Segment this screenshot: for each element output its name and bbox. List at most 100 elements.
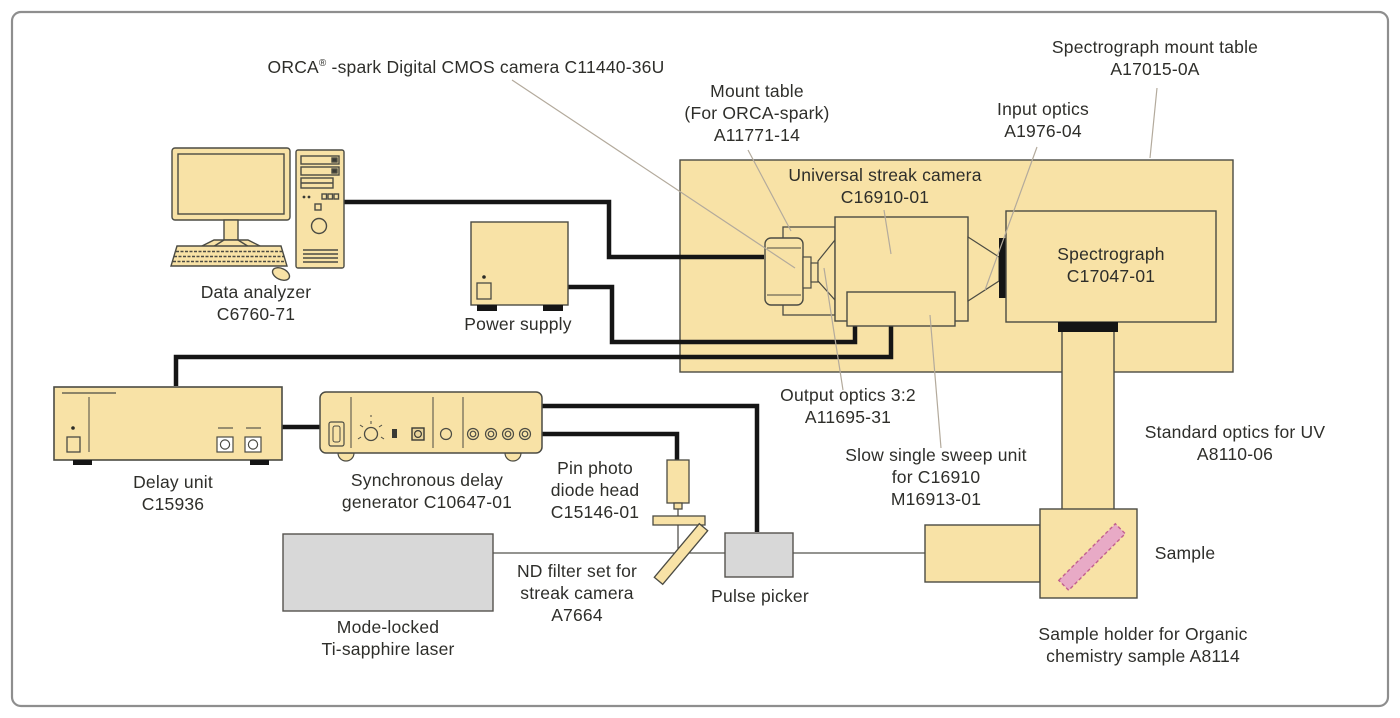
delay-unit [53, 386, 283, 465]
pin-photo-diode-head [666, 459, 690, 504]
delay-unit-foot [73, 460, 92, 465]
diode-nub [673, 502, 683, 510]
label-spectrograph-mount-table: Spectrograph mount table A17015-0A [1051, 37, 1259, 79]
label-pulse-picker: Pulse picker [711, 586, 809, 606]
orca-brand: ORCA [267, 56, 319, 77]
power-supply-switch [476, 282, 492, 300]
label-mount-table-orca: Mount table (For ORCA-spark) A11771-14 [684, 81, 830, 145]
label-laser: Mode-locked Ti-sapphire laser [321, 617, 455, 659]
orca-reg-mark: ® [318, 58, 327, 69]
label-power-supply: Power supply [464, 314, 572, 334]
generator-bnc-row [466, 427, 532, 441]
cable-pc-to-camera [344, 199, 764, 260]
generator-button-square [411, 427, 425, 441]
sample-cell [1057, 522, 1127, 592]
sample-holder-arm [924, 524, 1041, 583]
camera-lens-ring [802, 256, 812, 289]
nd-beamsplitter [653, 522, 709, 586]
generator-knob-ticks [357, 415, 385, 440]
leader-sweep-unit [929, 314, 942, 449]
generator-button-ring [414, 430, 423, 439]
generator-box [319, 391, 543, 454]
laser-box [282, 533, 494, 612]
generator-button-small [392, 429, 397, 438]
bnc-connector-ring [219, 439, 231, 450]
label-delay-unit: Delay unit C15936 [133, 472, 213, 514]
camera-lens-ring [810, 262, 819, 283]
label-nd-filter: ND filter set for streak camera A7664 [516, 561, 638, 625]
tower-vent-circle [310, 217, 328, 235]
tower-bay-mark [331, 168, 338, 174]
sample-holder [924, 508, 1138, 599]
generator-foot [504, 452, 522, 462]
bnc-connector [216, 436, 234, 453]
label-pin-photo-diode: Pin photo diode head C15146-01 [550, 458, 640, 522]
delay-unit-led [71, 426, 75, 430]
diode-filter-bar [652, 515, 706, 526]
leader-output-optics [823, 267, 844, 391]
label-orca-camera: ORCA® -spark Digital CMOS camera C11440-… [268, 53, 665, 78]
tower-bay [300, 155, 340, 165]
label-sample: Sample [1154, 543, 1216, 563]
power-supply-led [482, 275, 486, 279]
generator-power-switch [328, 421, 345, 447]
tower-led [307, 195, 311, 199]
bnc-connector [244, 436, 262, 453]
label-sample-holder: Sample holder for Organic chemistry samp… [1038, 624, 1248, 666]
spectrograph [1005, 210, 1217, 332]
power-supply-foot [477, 305, 497, 311]
monitor-stand [223, 219, 239, 241]
generator-power-rocker [332, 425, 341, 443]
sweep-unit-box [846, 291, 956, 327]
delay-unit-box [53, 386, 283, 461]
tower-led [302, 195, 306, 199]
sync-delay-generator [319, 391, 543, 462]
label-standard-optics: Standard optics for UV A8110-06 [1144, 422, 1326, 464]
tower-button [314, 203, 322, 211]
tower-port [327, 193, 334, 200]
label-sweep-unit: Slow single sweep unit for C16910 M16913… [845, 445, 1027, 509]
input-slit [999, 238, 1006, 298]
leader-orca [511, 79, 796, 269]
cable-power-to-streak [568, 284, 858, 345]
data-analyzer [170, 147, 345, 281]
generator-knob [363, 426, 379, 442]
standard-optics-column [1061, 329, 1115, 511]
power-supply-box [470, 221, 569, 306]
streak-camera-assembly [764, 216, 1006, 327]
leader-input-optics [984, 146, 1038, 291]
tower-port [321, 193, 328, 200]
cable-generator-to-diode [542, 431, 680, 460]
tower-bay-mark [331, 157, 338, 163]
spectrograph-box [1005, 210, 1217, 323]
leader-streak-camera [883, 209, 892, 255]
delay-unit-switch [66, 436, 81, 453]
power-supply [470, 221, 569, 311]
monitor-screen [177, 153, 285, 215]
pin-photo-diode-assembly [652, 459, 709, 586]
tower-bay [300, 166, 340, 176]
bnc-connector-ring [439, 427, 453, 441]
mouse [271, 267, 291, 281]
label-universal-streak-camera: Universal streak camera C16910-01 [788, 165, 982, 207]
leader-mount-table-orca [747, 149, 792, 232]
generator-foot [337, 452, 355, 462]
label-sync-delay-generator: Synchronous delay generator C10647-01 [341, 470, 513, 512]
pulse-picker-box [724, 532, 794, 578]
label-output-optics: Output optics 3:2 A11695-31 [780, 385, 916, 427]
orca-rest: -spark Digital CMOS camera C11440-36U [326, 56, 665, 77]
power-supply-foot [543, 305, 563, 311]
label-spectrograph: Spectrograph C17047-01 [1057, 244, 1165, 286]
cables [173, 199, 894, 532]
spectrograph-output-slit [1058, 322, 1118, 332]
cable-delay-to-sweep [173, 325, 894, 386]
label-data-analyzer: Data analyzer C6760-71 [200, 282, 312, 324]
cable-generator-to-pulsepicker [542, 403, 760, 532]
bnc-connector-ring [247, 439, 259, 450]
label-input-optics: Input optics A1976-04 [997, 99, 1089, 141]
tower-port [333, 193, 340, 200]
delay-unit-foot [250, 460, 269, 465]
leader-lines [511, 79, 1158, 449]
